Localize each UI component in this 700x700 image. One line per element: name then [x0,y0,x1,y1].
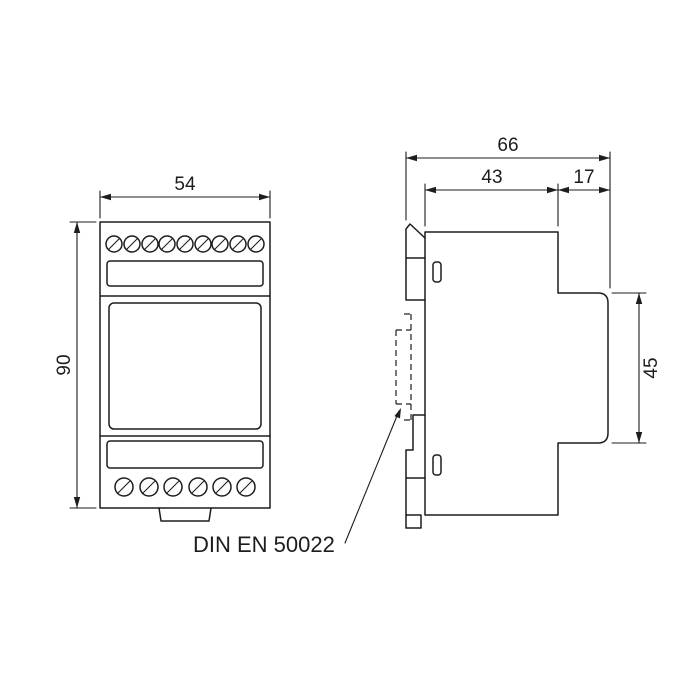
front-view [99,221,271,522]
front-top-label-strip [106,260,264,287]
leader-line [344,410,400,544]
dim-label-side-front-height: 45 [641,357,662,378]
arrow-right-icon [599,154,610,162]
dim-label-front-width: 54 [174,174,196,195]
dimension-side-front-depth: 17 [557,167,611,194]
release-tab [405,514,422,529]
side-body-outline [424,231,609,516]
dimension-front-width: 54 [99,174,271,219]
din-rail-standard-label: DIN EN 50022 [193,532,335,557]
leader-arrow-icon [394,408,401,419]
arrow-left-icon [100,193,111,201]
top-terminal-screws [105,235,265,253]
arrow-right-icon [599,186,610,194]
side-terminal-slot-top [432,261,442,283]
top-rail-clip [405,223,426,301]
front-bottom-label-strip [106,440,264,469]
arrow-up-icon [73,222,81,233]
dim-label-side-front-depth: 17 [573,167,594,188]
arrow-right-icon [259,193,270,201]
din-rail-callout: DIN EN 50022 [193,408,401,557]
dimension-side-body-depth: 43 [424,167,559,227]
side-terminal-slot-bottom [432,454,442,476]
bottom-terminal-screws [114,477,256,497]
arrow-down-icon [635,432,643,443]
arrow-left-icon [558,186,569,194]
front-bottom-tab [158,507,212,522]
dim-label-side-total-depth: 66 [497,135,518,156]
arrow-down-icon [73,497,81,508]
dimension-front-height: 90 [54,221,97,509]
arrow-up-icon [635,293,643,304]
dim-label-side-body-depth: 43 [481,167,502,188]
bottom-rail-clip [405,414,426,516]
front-face-panel [108,302,262,430]
side-view [395,223,609,529]
front-body-outline [99,221,271,509]
arrow-left-icon [425,186,436,194]
arrow-left-icon [406,154,417,162]
din-rail-dashed-profile [395,313,412,421]
dimension-side-front-height: 45 [611,292,662,444]
dim-label-front-height: 90 [54,354,75,375]
dimension-side-total-depth: 66 [405,135,611,289]
arrow-right-icon [547,186,558,194]
